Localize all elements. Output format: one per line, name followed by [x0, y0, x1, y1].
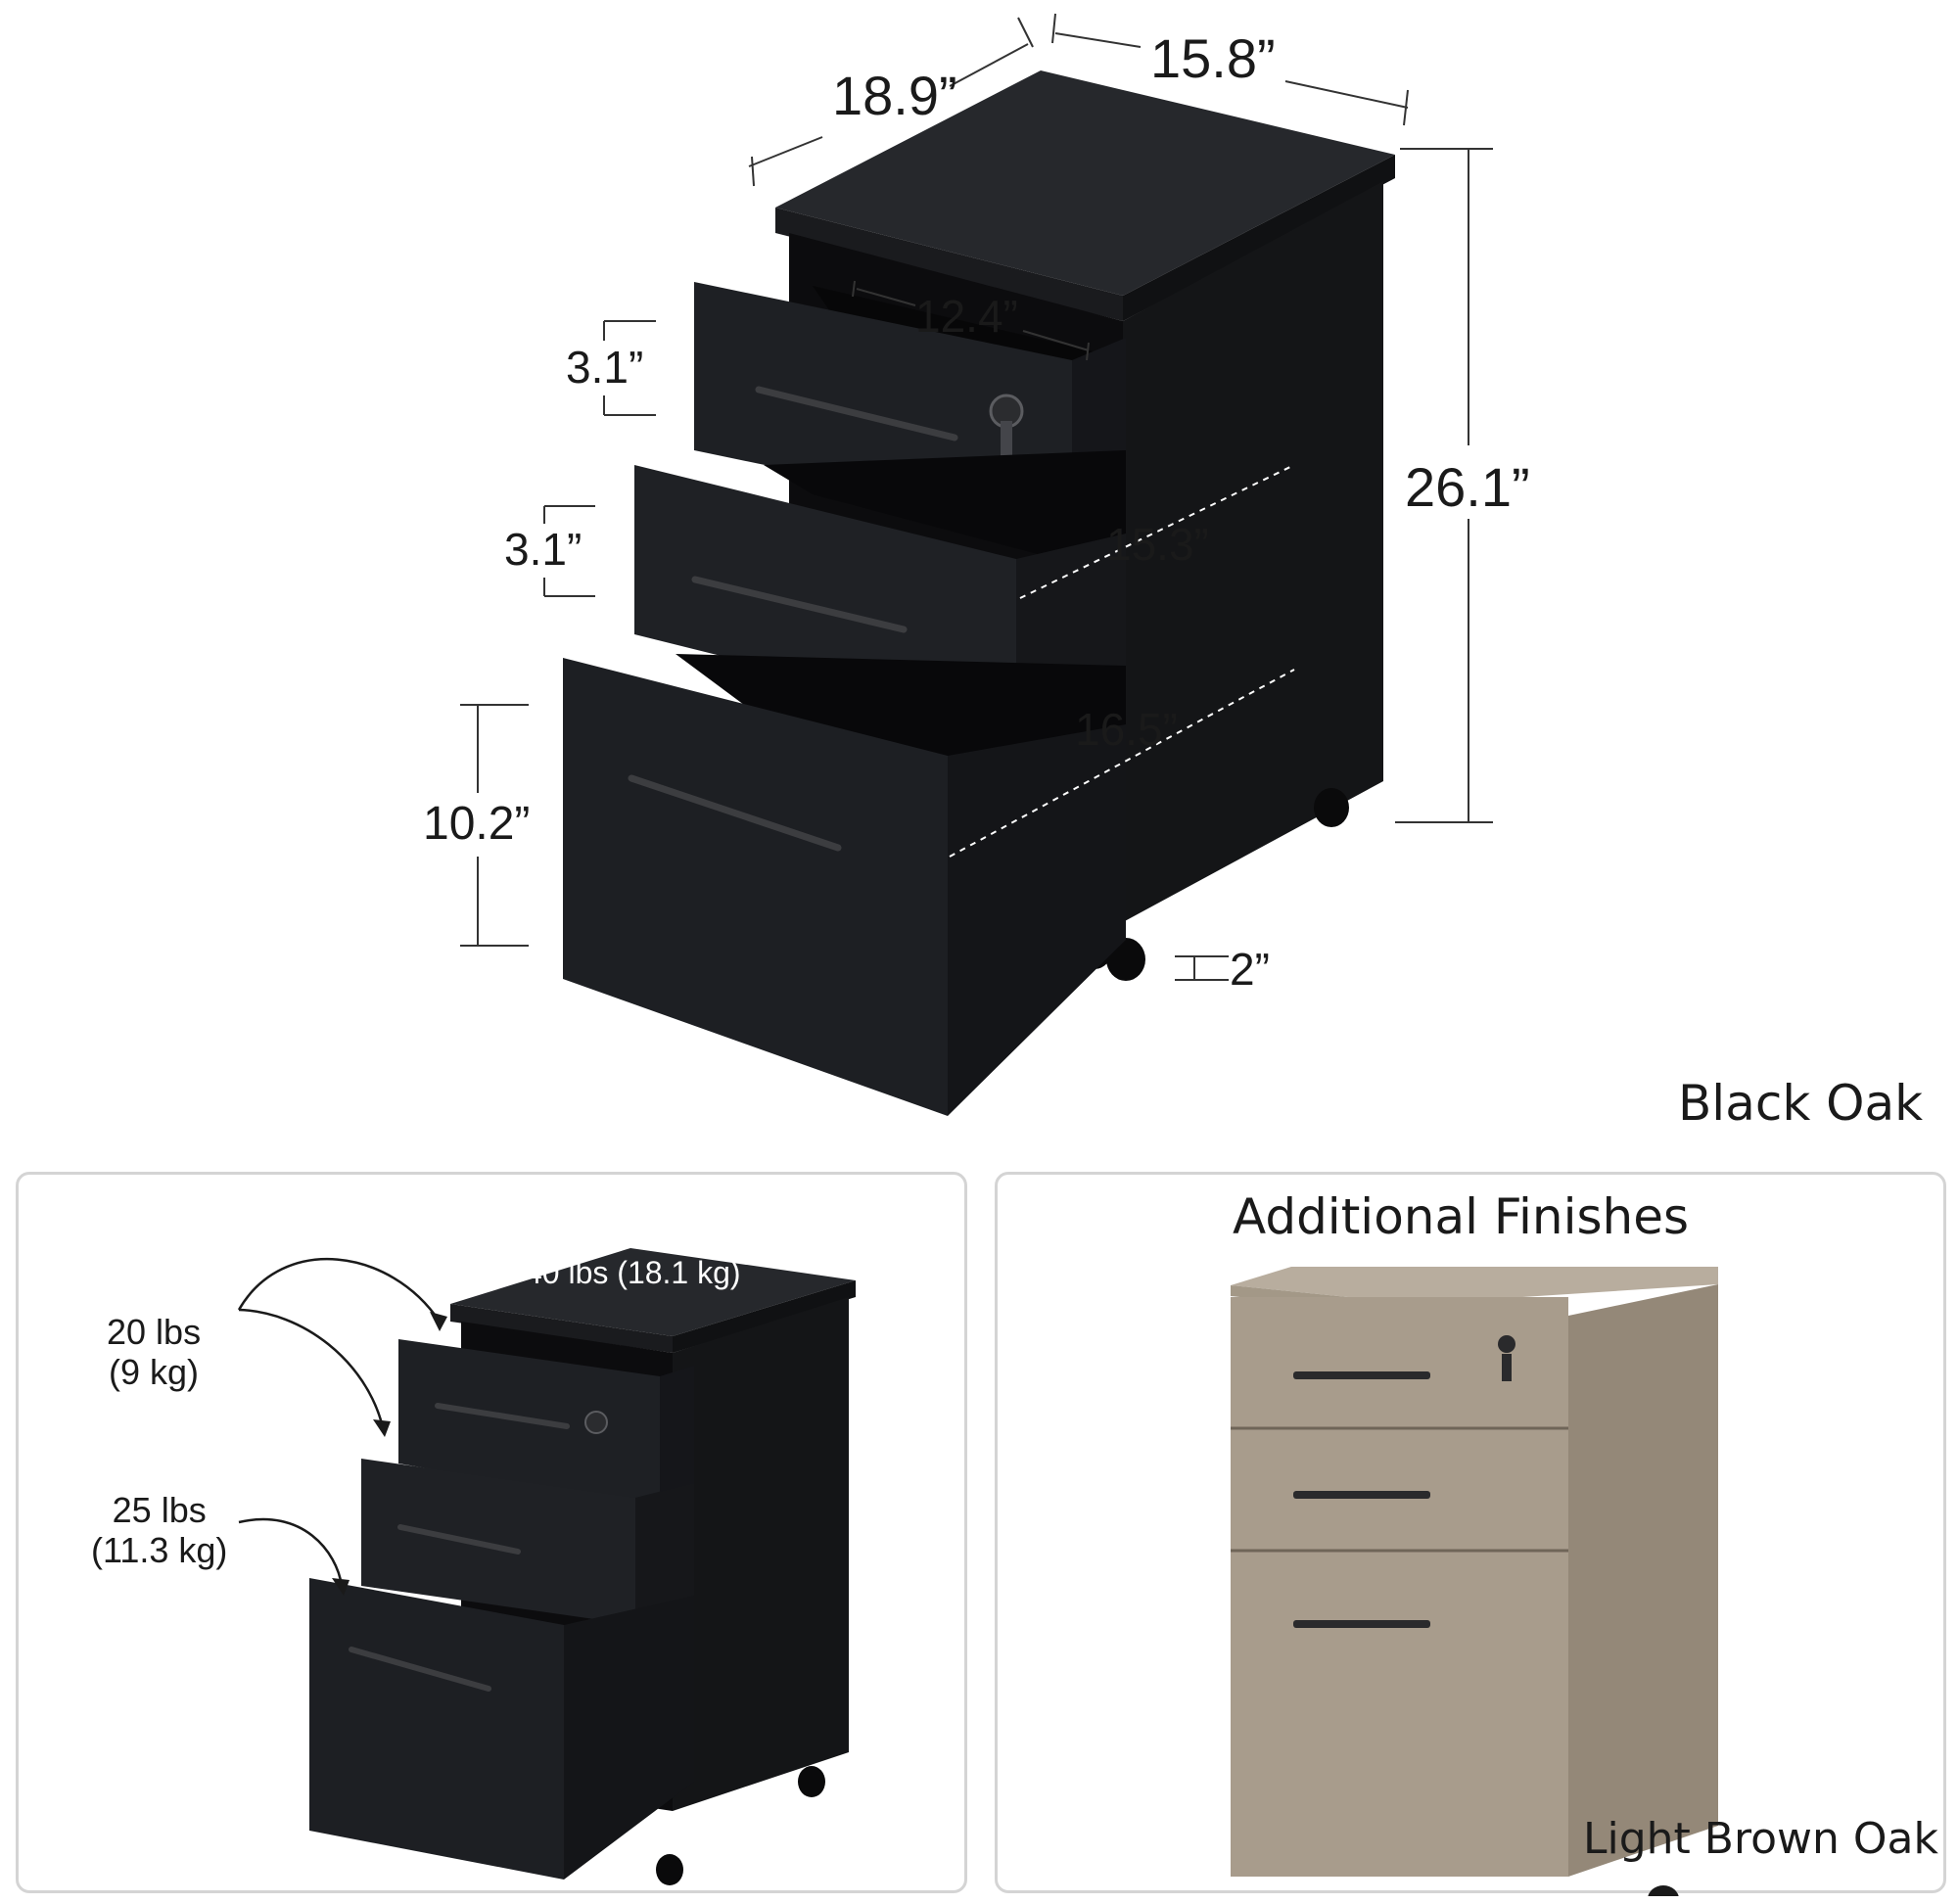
width-dimension-label: 15.8”: [1150, 27, 1276, 89]
weight-cabinet-side: [673, 1297, 849, 1811]
drawer-inner-width-label: 12.4”: [915, 291, 1018, 342]
file-drawer-capacity-lbs: 25 lbs: [112, 1490, 207, 1530]
file-drawer-capacity-label: 25 lbs (11.3 kg): [91, 1490, 227, 1571]
depth-dimension-label: 18.9”: [832, 65, 957, 126]
bottom-drawer-handle: [628, 774, 842, 852]
dimension-lines: [460, 13, 1493, 981]
small-drawer-capacity-lbs: 20 lbs: [107, 1312, 202, 1352]
height-dimension-label: 26.1”: [1405, 456, 1530, 518]
light-cabinet-front: [1231, 1297, 1568, 1877]
weight-cabinet-top: [450, 1248, 856, 1336]
top-drawer-handle: [755, 386, 958, 441]
small-drawer-capacity-kg: (9 kg): [109, 1352, 200, 1393]
light-brown-oak-label: Light Brown Oak: [1583, 1814, 1938, 1864]
capacity-arrows: [237, 1257, 442, 1587]
cabinet-top: [775, 70, 1395, 296]
arrow-heads: [332, 1312, 447, 1596]
light-top-drawer-handle: [1293, 1371, 1430, 1379]
additional-finishes-panel: Additional Finishes Light Brown Oak: [995, 1172, 1946, 1896]
black-oak-label: Black Oak: [1678, 1075, 1924, 1132]
light-bottom-drawer-handle: [1293, 1620, 1430, 1628]
caster-height-label: 2”: [1230, 944, 1270, 995]
weight-cabinet-illustration: [237, 1248, 856, 1885]
weight-bottom-drawer: [309, 1578, 564, 1880]
light-cabinet-side: [1568, 1284, 1718, 1877]
small-drawer-capacity-label: 20 lbs (9 kg): [107, 1312, 201, 1393]
additional-finishes-title: Additional Finishes: [1233, 1188, 1690, 1245]
file-drawer-capacity-kg: (11.3 kg): [91, 1530, 228, 1571]
bottom-drawer: [563, 654, 1126, 1116]
main-cabinet: [563, 70, 1395, 1116]
middle-drawer-depth-label: 15.3”: [1106, 519, 1209, 570]
bottom-drawer-height-label: 10.2”: [423, 798, 531, 850]
light-casters: [1648, 1885, 1679, 1896]
light-middle-drawer-handle: [1293, 1491, 1430, 1499]
light-oak-cabinet-illustration: [1231, 1267, 1718, 1896]
light-cabinet-top: [1231, 1267, 1718, 1304]
weight-top-drawer: [398, 1339, 660, 1508]
cabinet-side-panel: [1123, 181, 1383, 922]
bottom-drawer-depth-label: 16.5”: [1075, 704, 1178, 755]
middle-drawer-handle: [691, 576, 908, 633]
light-lock-icon: [1498, 1335, 1515, 1381]
top-capacity-label: 40 lbs (18.1 kg): [525, 1255, 741, 1290]
interior-dimension-lines: [949, 464, 1295, 858]
top-drawer-height-label: 3.1”: [566, 342, 644, 393]
weight-middle-drawer: [361, 1459, 635, 1625]
middle-drawer-height-label: 3.1”: [504, 524, 583, 575]
weight-capacity-panel: 40 lbs (18.1 kg) 20 lbs (9 kg) 25 lbs (1…: [16, 1172, 967, 1893]
